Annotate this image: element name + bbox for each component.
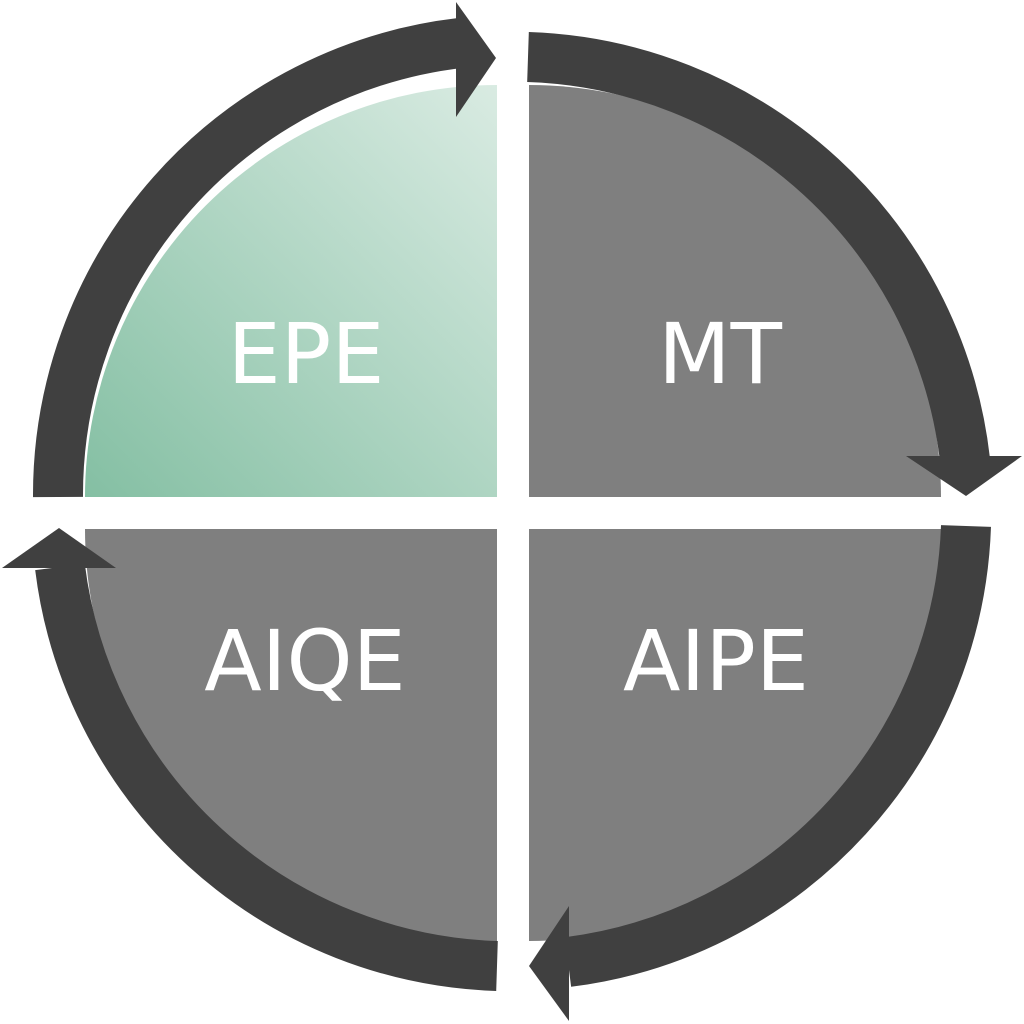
arrowhead-right-icon (456, 2, 496, 117)
quadrant-aiqe (85, 529, 497, 941)
cycle-arrow-bottom-left (2, 528, 498, 991)
arrowhead-down-icon (906, 456, 1022, 496)
arrowhead-left-icon (529, 906, 569, 1021)
cycle-arrow-bottom-right (529, 525, 991, 1021)
arrowhead-up-icon (2, 528, 116, 568)
quadrant-label-epe: EPE (228, 305, 385, 403)
quadrant-label-aiqe: AIQE (204, 612, 405, 710)
quadrant-mt (529, 85, 941, 497)
quadrant-label-mt: MT (658, 305, 782, 403)
quadrant-label-aipe: AIPE (623, 612, 809, 710)
cycle-arrow-top-left (32, 2, 496, 498)
cycle-arrow-top-right (527, 32, 1022, 496)
quadrant-epe (85, 85, 497, 497)
quadrant-aipe (529, 529, 941, 941)
